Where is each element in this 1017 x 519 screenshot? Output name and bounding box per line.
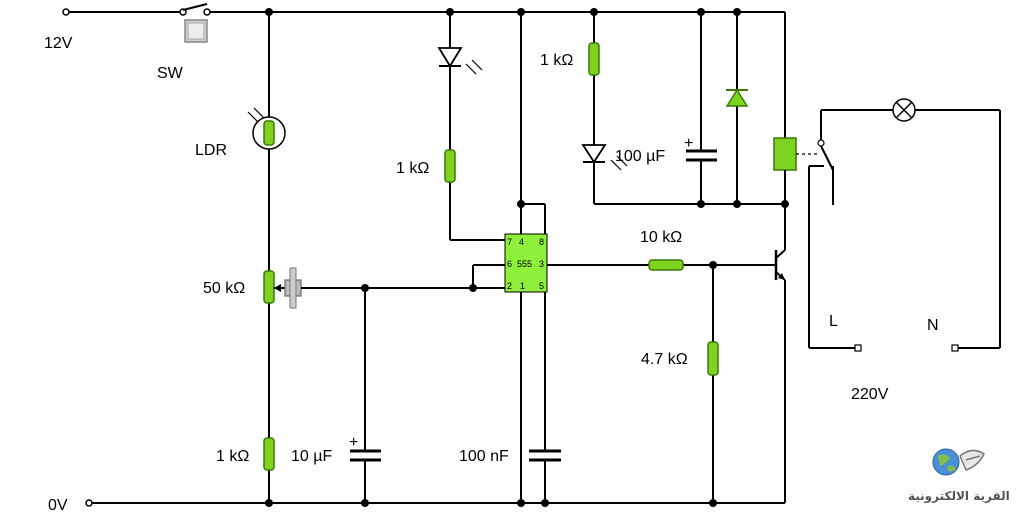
resistor-4k7	[707, 341, 719, 376]
r-pin7-label: 1 kΩ	[396, 160, 429, 177]
ic-pin-5: 5	[539, 281, 544, 291]
switch-label: SW	[157, 65, 184, 82]
ic-pin-8: 8	[539, 237, 544, 247]
ground-label: 0V	[48, 497, 68, 514]
resistor-1k-led	[588, 42, 600, 76]
ic-pin-1: 1	[520, 281, 525, 291]
cap-timing-label: 10 µF	[291, 448, 332, 465]
transistor	[774, 204, 786, 503]
cap-plus: +	[349, 434, 358, 451]
led-relay	[581, 144, 628, 171]
relay-contacts	[796, 109, 893, 349]
supply-rail	[62, 8, 785, 16]
resistor-1k-bottom	[263, 437, 275, 471]
supply-voltage-label: 12V	[44, 35, 73, 52]
cap-relay-label: 100 µF	[615, 148, 665, 165]
logo-text: القرية الالكترونية	[908, 489, 1010, 504]
capacitor-100nf	[529, 449, 561, 503]
ic-name: 555	[517, 259, 532, 269]
site-logo: القرية الالكترونية	[908, 448, 1010, 504]
resistor-1k-pin7	[444, 149, 456, 183]
ic-555: 7 4 8 6 555 3 2 1 5	[504, 233, 548, 293]
cap-control-label: 100 nF	[459, 448, 509, 465]
cap-plus-2: +	[684, 135, 693, 152]
ic-pin-4: 4	[519, 237, 524, 247]
lamp	[892, 98, 916, 122]
ic-pin-3: 3	[539, 259, 544, 269]
mains-voltage-label: 220V	[851, 386, 889, 403]
ic-pin-6: 6	[507, 259, 512, 269]
capacitor-100uf	[686, 12, 717, 204]
r-led-label: 1 kΩ	[540, 52, 573, 69]
terminal-live	[854, 344, 862, 352]
pot-label: 50 kΩ	[203, 280, 245, 297]
ground-rail	[85, 499, 785, 507]
r-pulldown-label: 4.7 kΩ	[641, 351, 688, 368]
junction-dots	[265, 8, 789, 507]
terminal-neutral	[951, 344, 959, 352]
resistor-10k	[648, 259, 684, 271]
potentiometer[interactable]	[263, 267, 302, 309]
led-indicator	[437, 47, 483, 75]
r-base-label: 10 kΩ	[640, 229, 682, 246]
capacitor-10uf	[350, 288, 381, 503]
ic-pin-2: 2	[507, 281, 512, 291]
relay-coil	[773, 137, 797, 171]
ldr	[247, 107, 286, 150]
mains-live-label: L	[829, 313, 838, 330]
ic-pin-7: 7	[507, 237, 512, 247]
ldr-label: LDR	[195, 142, 227, 159]
flyback-diode	[725, 12, 749, 204]
mains-neutral-label: N	[927, 317, 939, 334]
switch-sw[interactable]	[179, 3, 211, 43]
r-bottom-label: 1 kΩ	[216, 448, 249, 465]
